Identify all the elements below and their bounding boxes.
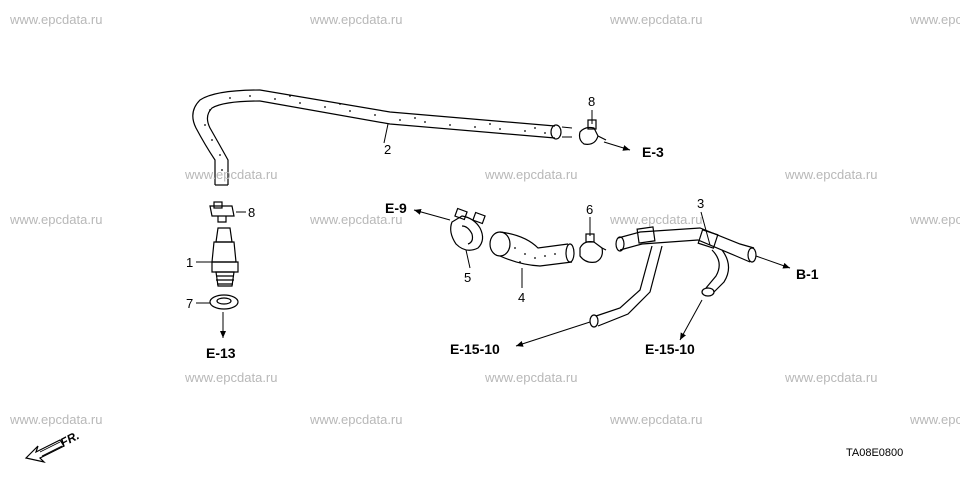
hose-clip-lower <box>209 201 235 223</box>
watermark: www.epcdata.ru <box>610 412 703 427</box>
ref-b1-link[interactable]: B-1 <box>796 266 819 282</box>
part-number-3: 3 <box>697 196 705 211</box>
watermark: www.epcdata.ru <box>910 212 960 227</box>
watermark: www.epcdata.ru <box>10 12 103 27</box>
part-number-1: 1 <box>186 255 194 270</box>
ref-e13-link[interactable]: E-13 <box>206 345 236 361</box>
watermark: www.epcdata.ru <box>910 12 960 27</box>
breather-hose <box>192 89 573 186</box>
short-hose <box>489 231 575 267</box>
watermark: www.epcdata.ru <box>485 370 578 385</box>
watermark: www.epcdata.ru <box>785 370 878 385</box>
leader-lines <box>196 110 711 304</box>
watermark: www.epcdata.ru <box>310 412 403 427</box>
watermark: www.epcdata.ru <box>10 412 103 427</box>
watermark: www.epcdata.ru <box>10 212 103 227</box>
hose-texture-dots <box>204 95 546 171</box>
part-number-6: 6 <box>586 202 594 217</box>
ref-e9-link[interactable]: E-9 <box>385 200 407 216</box>
hose-clamp-5 <box>450 207 486 251</box>
hose-clip-6 <box>579 233 607 263</box>
part-number-5: 5 <box>464 270 472 285</box>
ref-e15-10-right-link[interactable]: E-15-10 <box>645 341 695 357</box>
watermark: www.epcdata.ru <box>310 212 403 227</box>
diagram-code: TA08E0800 <box>846 447 904 459</box>
part-number-7: 7 <box>186 296 194 311</box>
ref-e15-10-left-link[interactable]: E-15-10 <box>450 341 500 357</box>
part-number-4: 4 <box>518 290 526 305</box>
watermark: www.epcdata.ru <box>185 167 278 182</box>
front-direction-arrow <box>24 439 65 464</box>
watermark: www.epcdata.ru <box>910 412 960 427</box>
watermark: www.epcdata.ru <box>610 212 703 227</box>
part-number-8-lower: 8 <box>248 205 256 220</box>
watermark: www.epcdata.ru <box>610 12 703 27</box>
watermark: www.epcdata.ru <box>185 370 278 385</box>
washer <box>209 294 239 310</box>
part-number-2: 2 <box>384 142 392 157</box>
watermark: www.epcdata.ru <box>785 167 878 182</box>
reference-arrows <box>220 141 791 347</box>
watermark: www.epcdata.ru <box>485 167 578 182</box>
pcv-valve <box>211 227 239 287</box>
ref-e3-link[interactable]: E-3 <box>642 144 664 160</box>
part-number-8-upper: 8 <box>588 94 596 109</box>
water-hose-assembly <box>589 226 757 328</box>
hose-clip-upper <box>578 119 607 145</box>
short-hose-dots <box>514 247 556 263</box>
watermark: www.epcdata.ru <box>310 12 403 27</box>
